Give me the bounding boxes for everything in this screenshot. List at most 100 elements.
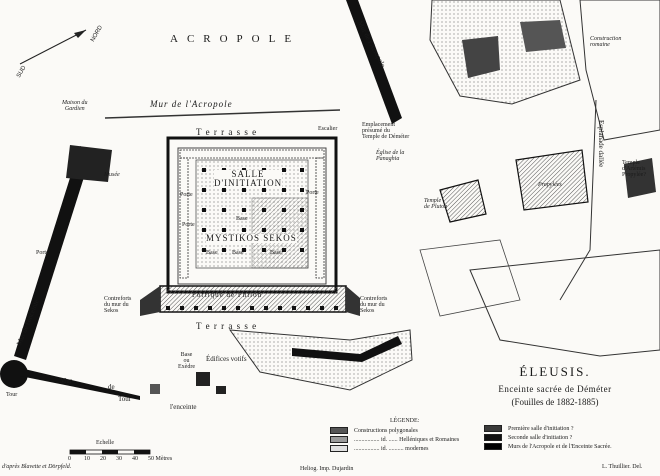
pluton-temple: [439, 179, 487, 223]
legend-swatch: [484, 443, 502, 450]
label-temple-pluton: Temple de Pluton: [424, 198, 448, 210]
stepped-seats-left: [179, 157, 189, 279]
ruins-northeast: [429, 0, 581, 105]
tour-left: [0, 360, 28, 388]
label-esplanade: Esplanade dallée: [597, 120, 605, 168]
telesterion-inner: [177, 147, 327, 285]
portico-columns: [166, 306, 338, 310]
legend-label: Murs de l'Acropole et de l'Enceinte Sacr…: [508, 443, 612, 450]
label-tour-left: Tour: [6, 392, 18, 398]
stepped-seats-right: [315, 157, 325, 279]
label-portique-philon: Portique de Philon: [192, 291, 263, 299]
footer-credit-right: L. Thuillier. Del.: [602, 464, 643, 470]
votive-small-1: [216, 386, 226, 394]
legend-label: ................. id. ...... Helléniques…: [354, 436, 460, 443]
enceinte-wall-left: [14, 146, 92, 360]
label-base-3: Base: [232, 250, 244, 256]
legend-label: ................. id. .......... moderne…: [354, 445, 429, 452]
legend-label: Constructions polygonales: [354, 427, 418, 434]
buttress-left: [140, 286, 160, 316]
votive-small-2: [150, 384, 160, 394]
legend-item: Murs de l'Acropole et de l'Enceinte Sacr…: [484, 442, 612, 451]
label-maison-gardien: Maison du Gardien: [62, 100, 88, 112]
ruins-south-mid: [419, 239, 521, 317]
votive-buildings: [228, 329, 413, 391]
exedre-base: [196, 372, 210, 386]
compass-arrow: [74, 30, 86, 38]
buttress-right: [346, 286, 360, 316]
label-mystikos-sekos: MYSTIKOS SEKOS: [206, 233, 297, 243]
legend-label: Première salle d'initiation ?: [508, 425, 574, 432]
footer-credit-center: Heliog. Imp. Dujardin: [300, 466, 354, 472]
label-acropole: ACROPOLE: [170, 33, 301, 45]
label-edifices-votifs: Édifices votifs: [206, 355, 247, 363]
enceinte-block: [66, 145, 112, 182]
label-porte-3: Porte: [306, 190, 319, 196]
legend-item: ................. id. ...... Helléniques…: [330, 435, 459, 444]
ruins-dark-2: [520, 20, 566, 52]
label-contreforts-left: Contreforts du mur du Sekos: [104, 296, 132, 314]
legend-item: Seconde salle d'initiation ?: [484, 433, 612, 442]
artemis-temple: [624, 158, 656, 198]
label-escalier: Escalier: [318, 126, 338, 132]
scale-tick: 0: [68, 456, 71, 462]
ruins-dark-1: [462, 36, 500, 78]
acropolis-wall: [346, 0, 402, 124]
ruins-east: [579, 0, 660, 141]
legend-item: Première salle d'initiation ?: [484, 424, 612, 433]
legend-heading: LÉGENDE:: [390, 418, 420, 424]
legend-swatch: [484, 425, 502, 432]
map-title: ÉLEUSIS.: [519, 364, 591, 379]
label-contreforts-right: Contreforts du mur du Sekos: [360, 296, 388, 314]
legend-swatch: [330, 436, 348, 443]
label-base-4: Base: [270, 250, 282, 256]
label-porte-1: Porte: [180, 192, 193, 198]
footer-credit-left: d'après Blavette et Dörpfeld.: [2, 464, 72, 470]
label-terrasse-bottom: T e r r a s s e: [196, 321, 258, 331]
label-tour-bottom: Tour: [118, 395, 132, 403]
label-musee: Musée: [104, 172, 120, 178]
scale-tick: 30: [116, 456, 122, 462]
label-salle-initiation: SALLE D'INITIATION: [214, 169, 283, 188]
label-eglise: Église de la Panaghia: [376, 150, 405, 162]
legend-secondary: Première salle d'initiation ? Seconde sa…: [484, 424, 612, 451]
label-base-2: Base: [206, 250, 218, 256]
label-lenceinte: l'enceinte: [170, 403, 197, 411]
legend-item: Constructions polygonales: [330, 426, 459, 435]
stepped-seats-top: [179, 149, 325, 159]
legend-swatch: [484, 434, 502, 441]
scale-tick: 40: [132, 456, 138, 462]
map-title-block: ÉLEUSIS. Enceinte sacrée de Déméter (Fou…: [490, 364, 620, 407]
scale-tick: 50 Mètres: [148, 456, 173, 462]
legend-swatch: [330, 427, 348, 434]
label-porte-2: Porte: [182, 222, 195, 228]
scale-bar: [69, 449, 151, 455]
propylees-block: [515, 149, 589, 211]
label-base-1: Base: [236, 216, 248, 222]
legend-item: ................. id. .......... moderne…: [330, 444, 459, 453]
legend: LÉGENDE: Constructions polygonales .....…: [330, 418, 459, 453]
label-temple-artemis: Temple d'Artémis Propylée?: [622, 160, 646, 178]
enceinte-wall-bottom: [20, 368, 140, 400]
legend-label: Seconde salle d'initiation ?: [508, 434, 573, 441]
label-mur-bottom: Mur: [60, 377, 73, 385]
compass-needle: [19, 29, 87, 65]
acropolis-wall-line: [104, 109, 341, 119]
scale-label: Echelle: [96, 440, 114, 446]
label-construction-romaine: Construction romaine: [590, 36, 622, 48]
scale-tick: 10: [84, 456, 90, 462]
ruins-southeast: [469, 249, 660, 357]
telesterion-hatched-block: [251, 197, 309, 269]
esplanade-edge: [559, 99, 597, 301]
label-porte-enceinte: Porte: [36, 250, 49, 256]
label-emplacement: Emplacement présumé du Temple de Déméter: [362, 122, 410, 140]
scale-tick: 20: [100, 456, 106, 462]
legend-swatch: [330, 445, 348, 452]
label-base-exedre: Base ou Exèdre: [178, 352, 195, 370]
label-terrasse-top: T e r r a s s e: [196, 127, 258, 137]
label-propylees: Propylées: [538, 182, 562, 188]
label-mur-acropole: Mur de l'Acropole: [150, 99, 233, 109]
label-de-bottom: de: [108, 383, 115, 391]
votive-dark-wall: [292, 336, 402, 362]
